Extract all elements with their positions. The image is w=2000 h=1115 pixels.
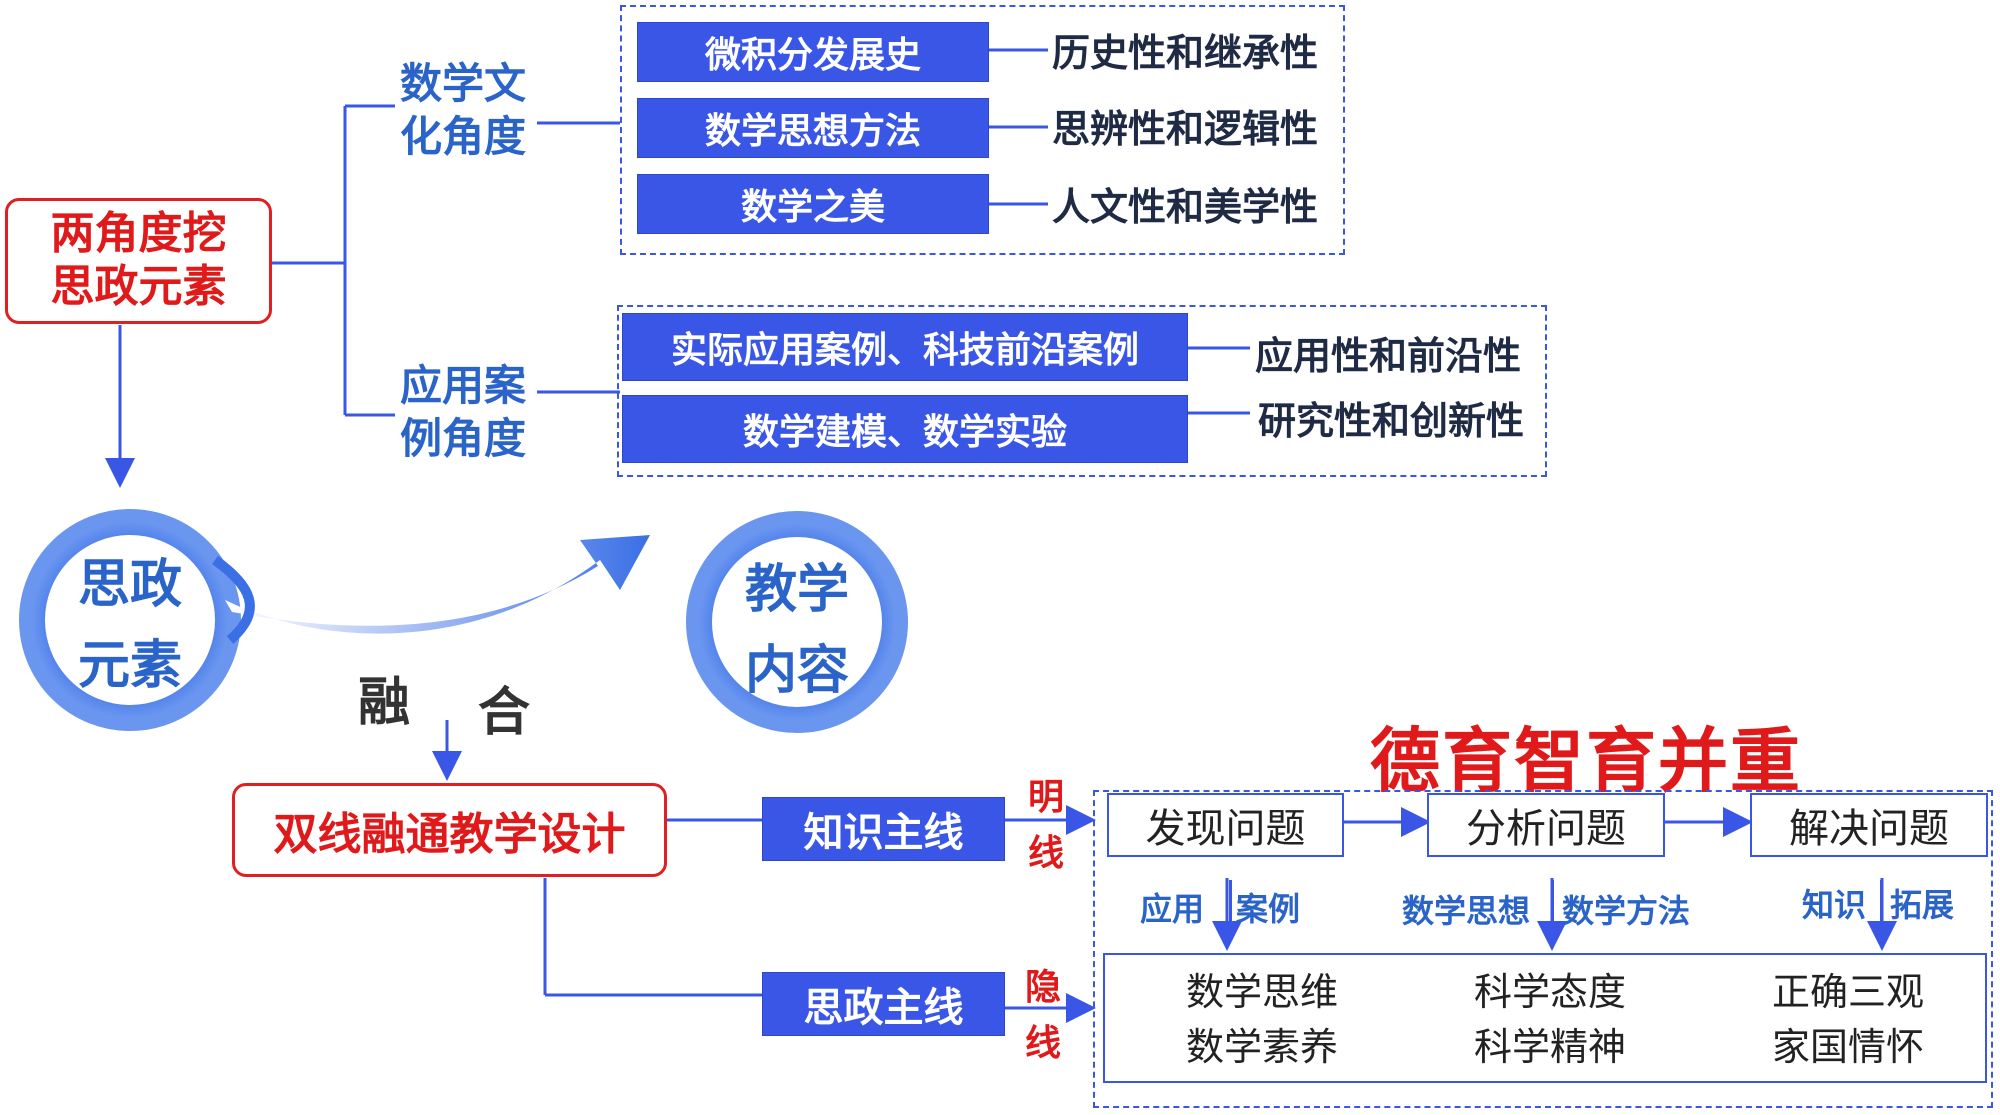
outcome-3-line-2: 家国情怀 <box>1772 1025 1925 1070</box>
fusion-word-1: 融 <box>358 673 411 733</box>
step1-left-label: 应用 <box>1140 890 1205 928</box>
root-line-2: 思政元素 <box>50 261 227 312</box>
teaching-circle-line-2: 内容 <box>744 640 849 701</box>
step-solve: 解决问题 <box>1750 793 1988 857</box>
case-box-applications: 实际应用案例、科技前沿案例 <box>622 313 1188 381</box>
outcome-2-line-1: 科学态度 <box>1474 970 1627 1014</box>
fusion-word-2: 合 <box>478 683 531 743</box>
root-line-1: 两角度挖 <box>50 208 227 260</box>
case-label-line-2: 例角度 <box>400 413 527 463</box>
banner-title: 德育智育并重 <box>1370 720 1802 802</box>
ideology-circle-line-2: 元素 <box>77 635 182 696</box>
culture-label-line-2: 化角度 <box>400 111 527 161</box>
trait-innovation: 研究性和创新性 <box>1258 399 1525 443</box>
outcome-2: 科学态度 科学精神 <box>1474 965 1626 1075</box>
knowledge-mainline: 知识主线 <box>762 797 1005 861</box>
root-node: 两角度挖 思政元素 <box>5 198 272 324</box>
trait-history: 历史性和继承性 <box>1052 31 1319 75</box>
teaching-circle-line-1: 教学 <box>744 560 849 620</box>
process-frame <box>1093 790 1993 1108</box>
explicit-tag-line-2: 线 <box>1028 832 1065 874</box>
ideology-mainline: 思政主线 <box>762 972 1005 1036</box>
step3-right-label: 拓展 <box>1890 886 1955 924</box>
explicit-tag-line-1: 明 <box>1028 777 1065 818</box>
outcome-2-line-2: 科学精神 <box>1474 1025 1627 1070</box>
case-angle-label: 应用案 例角度 <box>400 360 526 465</box>
step1-separator <box>1229 880 1232 926</box>
dual-line-design: 双线融通教学设计 <box>232 783 667 877</box>
culture-box-history: 微积分发展史 <box>637 22 989 82</box>
outcome-3: 正确三观 家国情怀 <box>1772 965 1924 1075</box>
case-box-modeling: 数学建模、数学实验 <box>622 395 1188 463</box>
culture-box-beauty: 数学之美 <box>637 174 989 234</box>
step-analyze: 分析问题 <box>1427 793 1665 857</box>
outcome-1-line-2: 数学素养 <box>1186 1025 1339 1070</box>
case-group <box>617 305 1547 477</box>
fusion-graphic <box>19 509 908 733</box>
ideology-elements-circle: 思政 元素 <box>55 545 205 706</box>
trait-aesthetic: 人文性和美学性 <box>1052 185 1319 229</box>
outcomes-box <box>1103 953 1987 1083</box>
implicit-tag-line-1: 隐 <box>1025 967 1062 1008</box>
step-discover: 发现问题 <box>1107 793 1344 857</box>
outcome-1-line-1: 数学思维 <box>1186 970 1339 1014</box>
step1-right-label: 案例 <box>1236 890 1301 928</box>
culture-group <box>620 5 1345 255</box>
teaching-content-circle: 教学 内容 <box>722 550 872 711</box>
culture-label-line-1: 数学文 <box>400 59 527 108</box>
implicit-tag-line-2: 线 <box>1025 1022 1062 1064</box>
step3-separator <box>1880 880 1883 926</box>
step2-left-label: 数学思想 <box>1402 892 1531 930</box>
culture-box-method: 数学思想方法 <box>637 98 989 158</box>
trait-frontier: 应用性和前沿性 <box>1255 334 1522 378</box>
ideology-circle-line-1: 思政 <box>77 555 182 615</box>
outcome-3-line-1: 正确三观 <box>1772 970 1925 1014</box>
explicit-line-tag: 明 线 <box>1028 770 1064 882</box>
culture-angle-label: 数学文 化角度 <box>400 58 526 163</box>
trait-logic: 思辨性和逻辑性 <box>1052 107 1319 151</box>
step2-right-label: 数学方法 <box>1562 892 1691 930</box>
implicit-line-tag: 隐 线 <box>1025 960 1061 1072</box>
case-label-line-1: 应用案 <box>400 361 527 410</box>
step3-left-label: 知识 <box>1802 886 1867 924</box>
outcome-1: 数学思维 数学素养 <box>1186 965 1338 1075</box>
step2-separator <box>1551 880 1554 926</box>
